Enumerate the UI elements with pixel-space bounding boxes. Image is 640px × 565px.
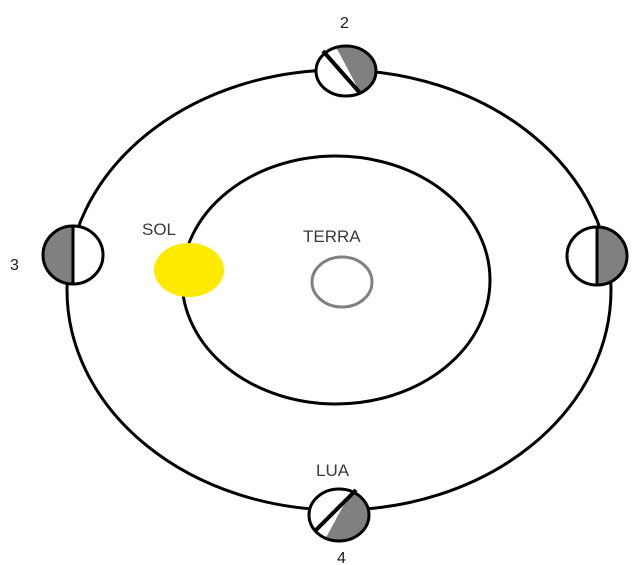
- position-label-2: 2: [340, 15, 349, 32]
- moon-position-right: [565, 225, 629, 287]
- moon-position-4: [307, 487, 371, 543]
- position-label-3: 3: [10, 257, 19, 274]
- earth: [310, 255, 374, 309]
- sun: [154, 243, 224, 297]
- sun-label: SOL: [142, 220, 176, 239]
- position-label-4: 4: [337, 550, 346, 565]
- moon-position-3: [41, 224, 105, 286]
- moon-position-2: [314, 44, 378, 98]
- earth-label: TERRA: [303, 227, 361, 246]
- moon-label: LUA: [316, 461, 350, 480]
